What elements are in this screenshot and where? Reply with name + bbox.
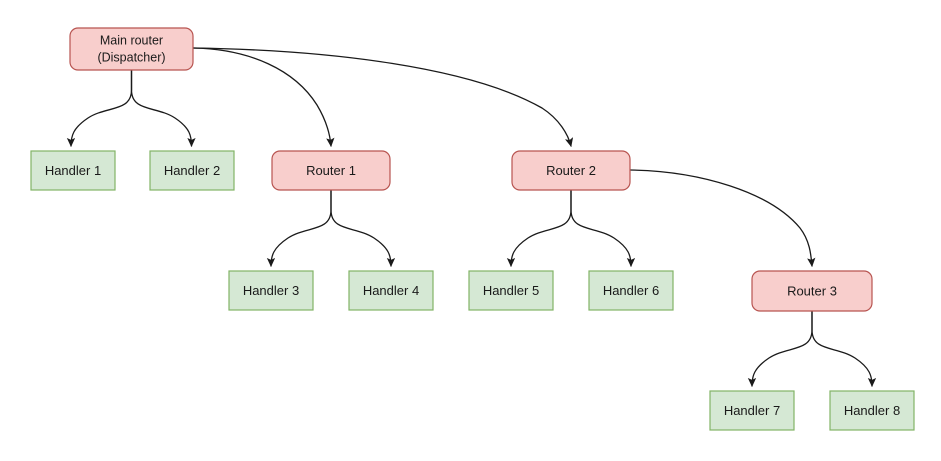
node-router-2-label: Router 2 [546,163,596,178]
node-handler-3-shape[interactable] [228,270,314,311]
node-handler-8-shape[interactable] [829,390,915,431]
node-main-router-label-line2: (Dispatcher) [97,50,165,64]
edge-router-2-to-handler-5 [506,189,572,268]
node-handler-7-label: Handler 7 [724,403,780,418]
node-router-1[interactable]: Router 1 [271,150,391,191]
edge-main-router-to-handler-2 [130,69,196,148]
node-handler-2-shape[interactable] [149,150,235,191]
node-handler-3-label: Handler 3 [243,283,299,298]
node-router-3-label: Router 3 [787,283,837,298]
node-router-1-shape[interactable] [271,150,391,191]
node-router-1-label: Router 1 [306,163,356,178]
node-handler-8-label: Handler 8 [844,403,900,418]
node-handler-5-shape[interactable] [468,270,554,311]
node-handler-1-shape[interactable] [30,150,116,191]
node-handler-2-label: Handler 2 [164,163,220,178]
node-router-3-shape[interactable] [751,270,873,312]
node-router-2[interactable]: Router 2 [511,150,631,191]
node-handler-6-label: Handler 6 [603,283,659,298]
node-handler-7-shape[interactable] [709,390,795,431]
edge-main-router-to-router-1 [192,47,335,148]
edge-router-2-to-handler-6 [570,189,636,268]
node-main-router-shape[interactable] [69,27,194,71]
node-handler-4-shape[interactable] [348,270,434,311]
node-handler-2[interactable]: Handler 2 [149,150,235,191]
edge-main-router-to-handler-1 [66,69,133,148]
edge-main-router-to-router-2 [192,47,574,148]
node-router-3[interactable]: Router 3 [751,270,873,312]
edge-router-2-to-router-3 [629,169,816,268]
edge-router-1-to-handler-3 [266,189,332,268]
node-handler-4-label: Handler 4 [363,283,419,298]
edge-router-3-to-handler-8 [811,310,877,388]
edge-group [66,47,877,388]
node-handler-5-label: Handler 5 [483,283,539,298]
node-handler-6[interactable]: Handler 6 [588,270,674,311]
node-handler-1-label: Handler 1 [45,163,101,178]
node-handler-5[interactable]: Handler 5 [468,270,554,311]
edge-router-1-to-handler-4 [330,189,396,268]
node-main-router[interactable]: Main router (Dispatcher) [69,27,194,71]
node-handler-3[interactable]: Handler 3 [228,270,314,311]
node-handler-4[interactable]: Handler 4 [348,270,434,311]
node-handler-6-shape[interactable] [588,270,674,311]
node-router-2-shape[interactable] [511,150,631,191]
node-handler-1[interactable]: Handler 1 [30,150,116,191]
node-handler-7[interactable]: Handler 7 [709,390,795,431]
node-main-router-label-line1: Main router [100,33,163,47]
node-handler-8[interactable]: Handler 8 [829,390,915,431]
edge-router-3-to-handler-7 [747,310,813,388]
